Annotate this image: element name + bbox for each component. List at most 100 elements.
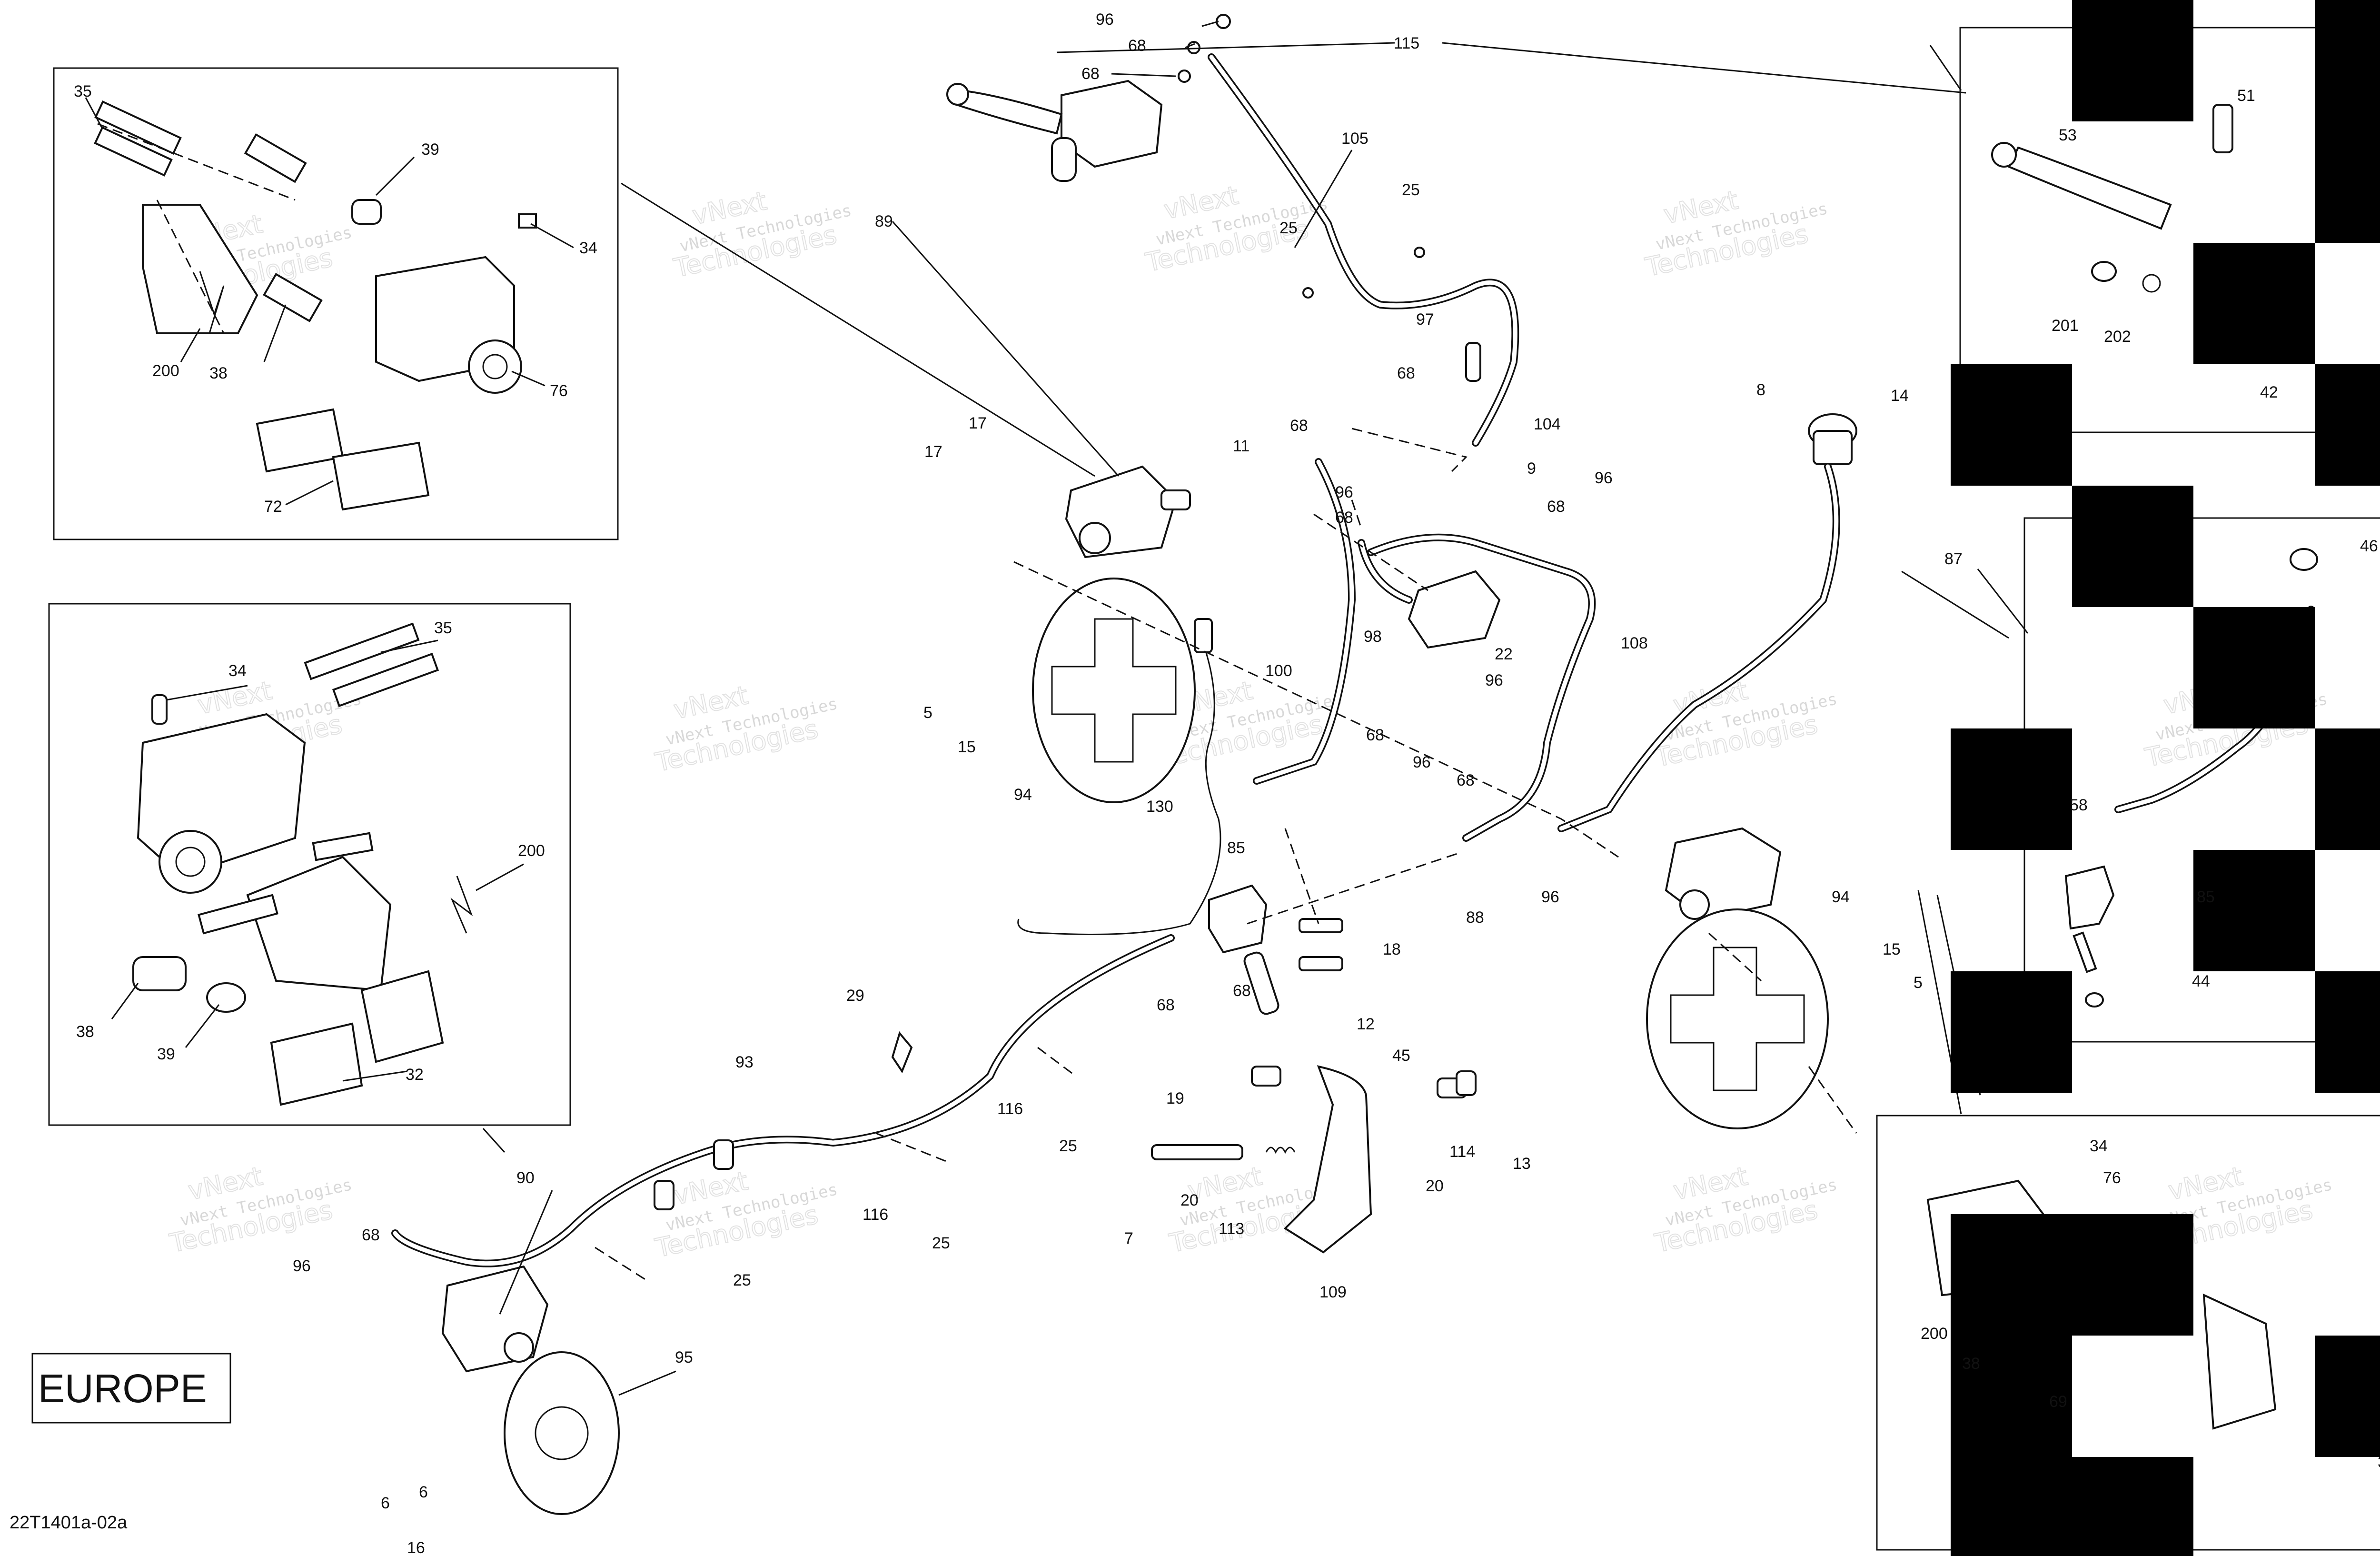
callout-label: 89 [875, 212, 893, 230]
callout-label: 44 [2192, 972, 2210, 990]
callout-label: 22 [1495, 645, 1513, 663]
callout-label: 68 [1335, 509, 1353, 527]
callout-label: 95 [675, 1348, 693, 1366]
callout-label: 68 [1128, 37, 1146, 55]
callout-label: 68 [1081, 65, 1100, 83]
callout-label: 97 [1416, 310, 1434, 329]
callout-label: 5 [923, 704, 932, 722]
callout-label: 96 [1096, 10, 1114, 29]
region-label: EUROPE [38, 1366, 207, 1411]
callout-label: 201 [2052, 317, 2079, 335]
callout-label: 90 [516, 1169, 535, 1187]
callout-label: 69 [2049, 1393, 2067, 1411]
callout-label: 108 [1621, 634, 1648, 652]
callout-label: 68 [1233, 982, 1251, 1000]
callout-label: 200 [152, 362, 179, 380]
callout-label: 68 [362, 1226, 380, 1244]
callout-label: 68 [1157, 996, 1175, 1014]
callout-labels: 96 68 68 115 105 25 25 97 68 89 35 39 34… [74, 10, 2380, 1556]
callout-label: 17 [969, 414, 987, 432]
callout-label: 200 [1921, 1325, 1948, 1343]
callout-label: 96 [1595, 469, 1613, 487]
leader-lines [85, 20, 2029, 1396]
callout-label: 6 [381, 1494, 390, 1512]
callout-label: 12 [1357, 1015, 1375, 1033]
callout-label: 25 [1279, 219, 1298, 237]
callout-label: 68 [1547, 498, 1565, 516]
callout-label: 116 [863, 1206, 888, 1224]
inset-box-top-left [53, 67, 619, 540]
callout-label: 42 [2260, 383, 2278, 401]
callout-label: 7 [1124, 1229, 1133, 1247]
callout-label: 202 [2104, 328, 2131, 346]
callout-label: 14 [1891, 387, 1909, 405]
callout-label: 25 [1059, 1137, 1077, 1155]
callout-label: 96 [1413, 753, 1431, 771]
callout-label: 76 [550, 382, 568, 400]
callout-label: 25 [733, 1271, 751, 1289]
callout-label: 19 [1166, 1089, 1184, 1107]
callout-label: 72 [264, 498, 282, 516]
callout-label: 116 [997, 1100, 1023, 1118]
callout-label: 20 [1426, 1177, 1444, 1195]
callout-label: 114 [1449, 1143, 1475, 1161]
callout-label: 76 [2103, 1169, 2121, 1187]
callout-label: 96 [293, 1257, 311, 1275]
callout-label: 15 [958, 738, 976, 756]
callout-label: 13 [1513, 1155, 1531, 1173]
callout-label: 34 [2090, 1137, 2108, 1155]
callout-label: 98 [1364, 628, 1382, 646]
redaction-blocks [1951, 0, 2380, 1556]
callout-label: 17 [924, 443, 942, 461]
callout-label: 18 [1383, 940, 1401, 958]
callout-label: 46 [2360, 537, 2378, 555]
callout-label: 32 [406, 1066, 424, 1084]
callout-label: 25 [932, 1234, 950, 1252]
callout-label: 94 [1832, 888, 1850, 906]
assembly-lines [97, 123, 1857, 1282]
callout-label: 200 [518, 842, 545, 860]
callout-label: 96 [1485, 671, 1503, 689]
callout-label: 53 [2059, 126, 2077, 144]
callout-label: 115 [1394, 34, 1419, 52]
callout-label: 38 [1962, 1355, 1980, 1373]
callout-label: 105 [1341, 130, 1368, 148]
callout-label: 104 [1534, 415, 1561, 433]
callout-label: 96 [1541, 888, 1559, 906]
callout-label: 35 [74, 82, 92, 100]
callout-label: 88 [1466, 908, 1484, 927]
callout-label: 39 [157, 1045, 175, 1063]
callout-label: 5 [1914, 974, 1923, 992]
callout-label: 38 [76, 1023, 94, 1041]
callout-label: 8 [1756, 381, 1765, 399]
callout-label: 45 [1392, 1047, 1410, 1065]
callout-label: 16 [407, 1539, 425, 1556]
callout-label: 11 [1233, 437, 1250, 455]
callout-label: 15 [1883, 940, 1901, 958]
figure-id: 22T1401a-02a [10, 1513, 128, 1533]
callout-label: 35 [434, 619, 452, 637]
callout-label: 94 [1014, 786, 1032, 804]
callout-label: 39 [421, 140, 439, 159]
callout-label: 93 [735, 1053, 754, 1071]
callout-label: 25 [1402, 181, 1420, 199]
callout-label: 34 [579, 239, 597, 257]
callout-label: 113 [1219, 1220, 1244, 1238]
callout-label: 68 [1290, 417, 1308, 435]
callout-label: 38 [209, 364, 228, 382]
callout-label: 6 [419, 1483, 428, 1501]
callout-label: 20 [1180, 1191, 1199, 1209]
callout-label: 87 [1944, 550, 1963, 568]
inset-box-mid-left [48, 603, 571, 1126]
callout-label: 109 [1319, 1283, 1347, 1301]
part-sketches [94, 14, 2318, 1515]
callout-label: 34 [228, 662, 247, 680]
callout-label: 85 [2197, 888, 2215, 906]
callout-label: 68 [1457, 771, 1475, 789]
region-label-box [31, 1353, 231, 1424]
callout-label: 35 [2378, 1453, 2380, 1471]
callout-label: 68 [1397, 364, 1415, 382]
callout-label: 51 [2237, 87, 2255, 105]
callout-label: 100 [1265, 662, 1292, 680]
callout-label: 29 [846, 987, 864, 1005]
